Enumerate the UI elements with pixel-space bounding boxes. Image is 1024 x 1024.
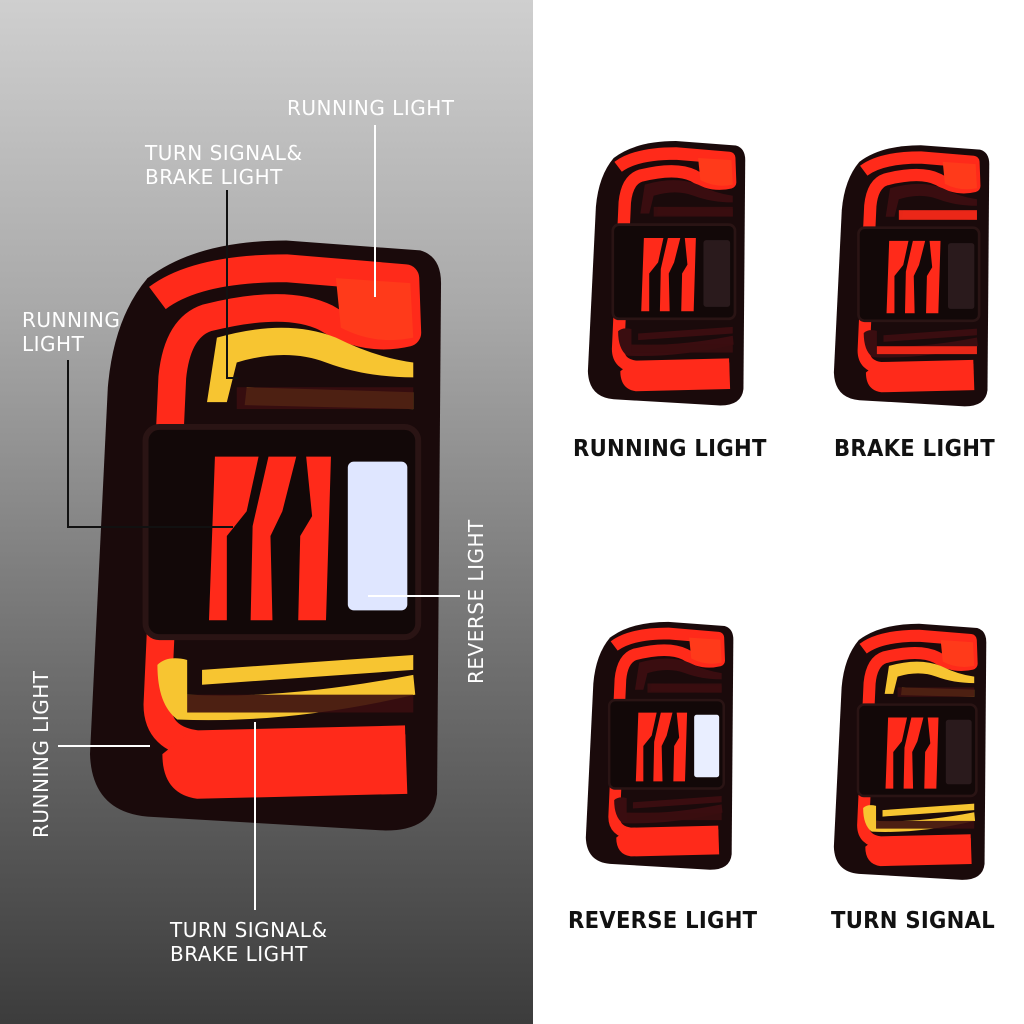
callout-top-running: RUNNING LIGHT: [287, 96, 455, 120]
callout-line: [374, 125, 376, 297]
callout-line: [226, 190, 228, 378]
callout-vertical-running: RUNNING LIGHT: [29, 670, 53, 838]
callout-text: LIGHT: [22, 332, 85, 356]
callout-line: [67, 526, 233, 528]
reverse-light-image: [585, 612, 735, 880]
caption-turn-signal: TURN SIGNAL: [831, 908, 996, 934]
running-light-image: [587, 137, 747, 410]
callout-upper-turn: TURN SIGNAL&BRAKE LIGHT: [145, 141, 303, 189]
callout-line: [368, 595, 460, 597]
callout-line: [58, 745, 150, 747]
callout-line: [67, 360, 69, 528]
callout-lower-turn: TURN SIGNAL&BRAKE LIGHT: [170, 918, 328, 966]
callout-text: TURN SIGNAL&: [170, 918, 328, 942]
caption-running-light: RUNNING LIGHT: [573, 436, 767, 462]
callout-text: BRAKE LIGHT: [145, 165, 283, 189]
turn-signal-image: [833, 618, 988, 886]
callout-text: RUNNING: [22, 308, 121, 332]
brake-light-image: [833, 140, 991, 412]
callout-line: [226, 377, 238, 379]
callout-reverse: REVERSE LIGHT: [464, 519, 488, 684]
caption-brake-light: BRAKE LIGHT: [834, 436, 995, 462]
callout-line: [254, 722, 256, 910]
callout-text: BRAKE LIGHT: [170, 942, 308, 966]
caption-reverse-light: REVERSE LIGHT: [568, 908, 758, 934]
callout-text: TURN SIGNAL&: [145, 141, 303, 165]
